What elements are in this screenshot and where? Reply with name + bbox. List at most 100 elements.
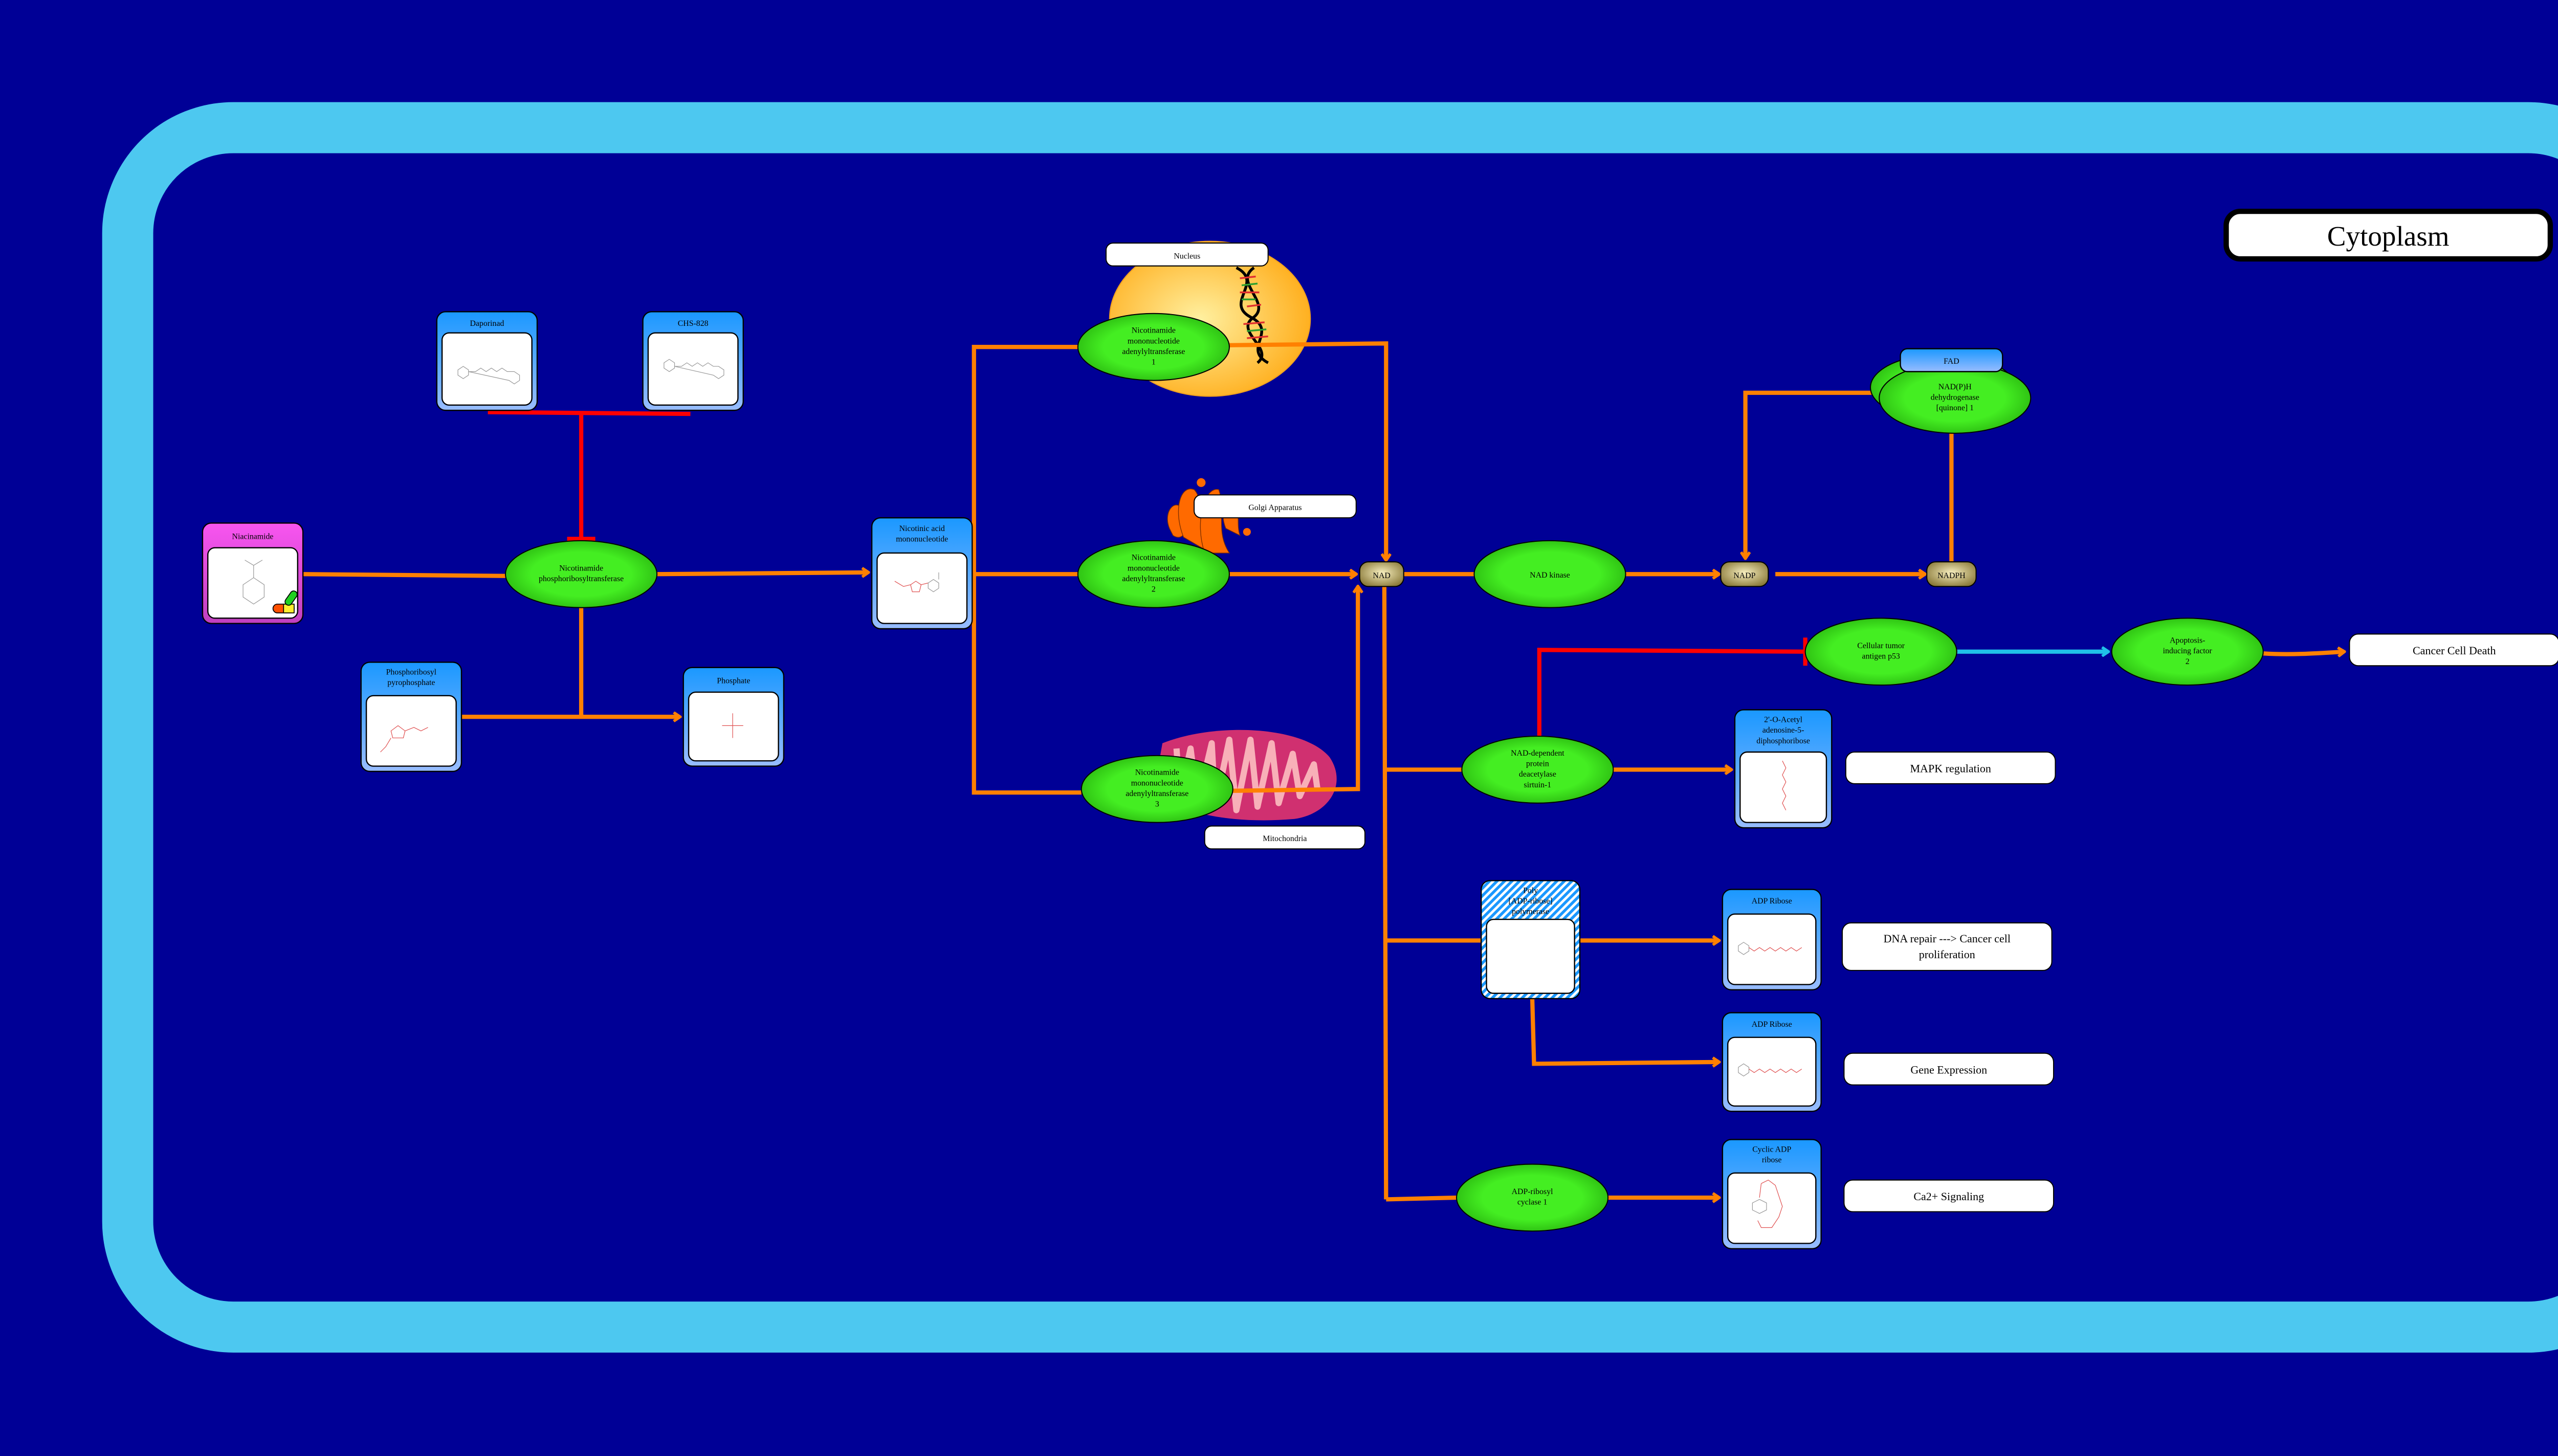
enzyme-cd38[interactable]: ADP-ribosyl cyclase 1 — [1456, 1163, 1609, 1232]
edge-nmnat1-nad — [1229, 341, 1386, 560]
svg-text:diphosphoribose: diphosphoribose — [1756, 737, 1810, 745]
metabolite-adp-ribose-2[interactable]: ADP Ribose — [1722, 1012, 1822, 1112]
svg-text:Cancer Cell Death: Cancer Cell Death — [2413, 644, 2496, 657]
svg-text:2'-O-Acetyl: 2'-O-Acetyl — [1764, 715, 1803, 724]
enzyme-parp[interactable]: Poly [ADP-ribose] polymerase — [1481, 880, 1581, 1000]
edge-nampt-namn — [657, 572, 868, 574]
metabolite-daporinad[interactable]: Daporinad — [436, 311, 538, 411]
svg-text:CHS-828: CHS-828 — [678, 319, 709, 328]
edge-aif2-death — [2263, 652, 2344, 654]
svg-text:NAD kinase: NAD kinase — [1530, 571, 1570, 580]
outcome-mapk-regulation[interactable]: MAPK regulation — [1845, 751, 2056, 784]
outcome-dna-repair[interactable]: DNA repair ---> Cancer cell proliferatio… — [1841, 922, 2053, 971]
svg-text:phosphoribosyltransferase: phosphoribosyltransferase — [539, 575, 624, 583]
metabolite-chs828[interactable]: CHS-828 — [642, 311, 744, 411]
svg-text:Cyclic ADP: Cyclic ADP — [1752, 1145, 1791, 1154]
svg-text:antigen p53: antigen p53 — [1862, 652, 1900, 661]
svg-text:Golgi Apparatus: Golgi Apparatus — [1248, 503, 1302, 512]
svg-text:proliferation: proliferation — [1919, 948, 1975, 961]
svg-text:ribose: ribose — [1762, 1156, 1782, 1164]
enzyme-sirt1[interactable]: NAD-dependent protein deacetylase sirtui… — [1461, 735, 1614, 804]
svg-text:protein: protein — [1526, 760, 1549, 768]
svg-text:Gene Expression: Gene Expression — [1910, 1063, 1987, 1076]
edge-parp-adpr2 — [1530, 998, 1719, 1064]
svg-text:[quinone] 1: [quinone] 1 — [1936, 404, 1974, 412]
svg-text:polymerase: polymerase — [1512, 908, 1549, 916]
svg-text:mononucleotide: mononucleotide — [1131, 779, 1183, 787]
enzyme-nampt[interactable]: Nicotinamide phosphoribosyltransferase — [504, 540, 658, 608]
svg-text:dehydrogenase: dehydrogenase — [1931, 393, 1979, 402]
svg-text:ADP Ribose: ADP Ribose — [1752, 897, 1792, 906]
enzyme-nmnat2[interactable]: Nicotinamide mononucleotide adenylyltran… — [1077, 540, 1230, 608]
svg-text:Apoptosis-: Apoptosis- — [2170, 636, 2205, 645]
svg-text:NAD(P)H: NAD(P)H — [1938, 383, 1972, 391]
svg-text:inducing factor: inducing factor — [2163, 647, 2213, 655]
svg-text:Nicotinamide: Nicotinamide — [1132, 326, 1176, 335]
enzyme-nad-kinase[interactable]: NAD kinase — [1473, 540, 1626, 608]
svg-text:NADPH: NADPH — [1937, 571, 1966, 580]
svg-text:adenylyltransferase: adenylyltransferase — [1126, 789, 1188, 798]
metabolite-prpp[interactable]: Phosphoribosyl pyrophosphate — [360, 661, 462, 773]
svg-text:NAD: NAD — [1373, 571, 1391, 580]
svg-text:Cellular tumor: Cellular tumor — [1857, 642, 1905, 650]
metabolite-cyclic-adp-ribose[interactable]: Cyclic ADP ribose — [1722, 1139, 1822, 1250]
svg-text:Nicotinamide: Nicotinamide — [559, 564, 603, 572]
cofactor-fad[interactable]: FAD — [1900, 348, 2003, 372]
svg-text:FAD: FAD — [1944, 357, 1959, 366]
svg-text:2: 2 — [1152, 585, 1156, 594]
enzyme-aif2[interactable]: Apoptosis- inducing factor 2 — [2111, 617, 2264, 686]
svg-text:Daporinad: Daporinad — [470, 319, 504, 328]
svg-text:NADP: NADP — [1733, 571, 1755, 580]
metabolite-niacinamide[interactable]: Niacinamide — [202, 522, 304, 624]
edge-nad-trunk — [1382, 586, 1388, 1200]
svg-text:cyclase 1: cyclase 1 — [1517, 1198, 1547, 1207]
drug-icon — [272, 590, 298, 613]
svg-text:Phosphoribosyl: Phosphoribosyl — [386, 668, 437, 677]
edge-nqo1-nadp — [1746, 390, 1876, 559]
metabolite-acetyl-adp-ribose[interactable]: 2'-O-Acetyl adenosine-5- diphosphoribose — [1734, 709, 1833, 829]
svg-text:ADP-ribosyl: ADP-ribosyl — [1512, 1187, 1554, 1196]
svg-text:adenylyltransferase: adenylyltransferase — [1122, 575, 1185, 583]
svg-text:mononucleotide: mononucleotide — [1128, 337, 1180, 345]
svg-text:adenylyltransferase: adenylyltransferase — [1122, 347, 1185, 356]
svg-text:Nicotinamide: Nicotinamide — [1132, 554, 1176, 562]
metabolite-nad[interactable]: NAD — [1359, 561, 1404, 587]
svg-text:sirtuin-1: sirtuin-1 — [1524, 781, 1552, 789]
svg-text:Nucleus: Nucleus — [1174, 252, 1200, 260]
svg-text:DNA repair ---> Cancer cell: DNA repair ---> Cancer cell — [1884, 932, 2011, 945]
edge-nmnat3-nad — [1232, 586, 1358, 793]
edge-niacinamide-nampt — [303, 572, 506, 578]
svg-text:Cytoplasm: Cytoplasm — [2327, 220, 2450, 252]
metabolite-phosphate[interactable]: Phosphate — [682, 667, 785, 767]
metabolite-nadph[interactable]: NADPH — [1926, 561, 1977, 587]
svg-text:MAPK regulation: MAPK regulation — [1910, 762, 1991, 775]
svg-text:mononucleotide: mononucleotide — [1128, 564, 1180, 572]
svg-text:1: 1 — [1152, 358, 1156, 367]
enzyme-nqo1[interactable]: NAD(P)H dehydrogenase [quinone] 1 FAD — [1870, 348, 2032, 434]
svg-text:Nicotinic acid: Nicotinic acid — [899, 524, 945, 533]
svg-text:pyrophosphate: pyrophosphate — [387, 678, 435, 687]
golgi-organelle: Golgi Apparatus — [1167, 478, 1357, 554]
metabolite-namn[interactable]: Nicotinic acid mononucleotide — [871, 517, 973, 630]
cytoplasm-label: Cytoplasm — [2223, 208, 2553, 262]
svg-text:Ca2+ Signaling: Ca2+ Signaling — [1913, 1190, 1984, 1203]
outcome-gene-expression[interactable]: Gene Expression — [1843, 1052, 2055, 1086]
outcome-ca-signaling[interactable]: Ca2+ Signaling — [1843, 1179, 2055, 1212]
metabolite-nadp[interactable]: NADP — [1720, 561, 1769, 587]
svg-text:mononucleotide: mononucleotide — [896, 535, 948, 544]
svg-text:deacetylase: deacetylase — [1519, 770, 1556, 779]
enzyme-nmnat3[interactable]: Nicotinamide mononucleotide adenylyltran… — [1080, 755, 1233, 823]
svg-text:NAD-dependent: NAD-dependent — [1511, 749, 1564, 758]
inhibition-drugs-nampt — [488, 410, 691, 541]
outcome-cancer-cell-death[interactable]: Cancer Cell Death — [2349, 633, 2558, 667]
cell-membrane — [102, 102, 2558, 1353]
svg-text:2: 2 — [2186, 657, 2190, 666]
svg-text:Mitochondria: Mitochondria — [1263, 834, 1307, 843]
svg-text:[ADP-ribose]: [ADP-ribose] — [1509, 897, 1553, 906]
svg-text:Nicotinamide: Nicotinamide — [1135, 768, 1179, 777]
enzyme-nmnat1[interactable]: Nicotinamide mononucleotide adenylyltran… — [1077, 313, 1230, 381]
metabolite-adp-ribose-1[interactable]: ADP Ribose — [1722, 889, 1822, 990]
edge-nad-cd38 — [1386, 1195, 1457, 1202]
enzyme-p53[interactable]: Cellular tumor antigen p53 — [1804, 617, 1957, 686]
